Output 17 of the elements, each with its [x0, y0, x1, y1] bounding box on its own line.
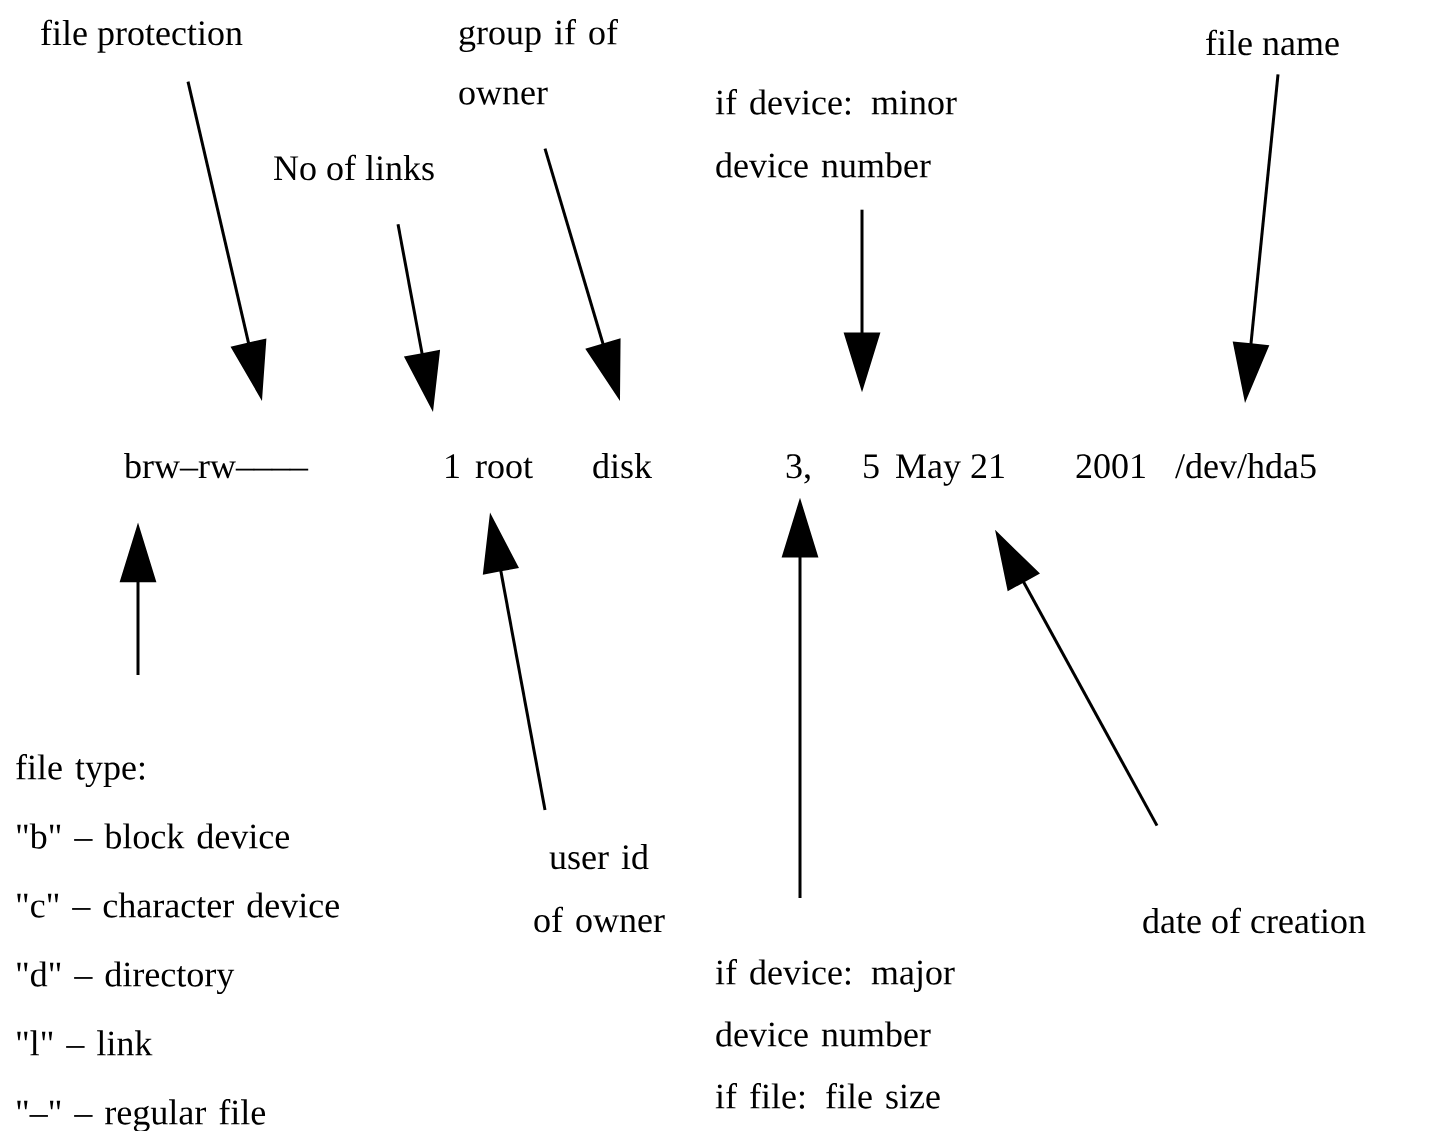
- listing-field: 5: [864, 454, 879, 479]
- listing-field: May 21: [896, 454, 1004, 486]
- callout-text: group if of owner: [459, 19, 618, 105]
- callout-text: file protection: [41, 19, 243, 53]
- listing-field: 1: [446, 454, 459, 478]
- callout-text: if device: major device number if file: file size: [715, 959, 955, 1109]
- listing-field: /dev/hda5: [1175, 453, 1316, 479]
- listing-field: 3,: [786, 454, 810, 484]
- listing-field: 2001: [1076, 454, 1145, 479]
- listing-field: disk: [593, 453, 653, 479]
- callout-text: file name: [1206, 29, 1339, 56]
- callout-text: No of links: [274, 154, 434, 181]
- callout-text: user id of owner: [534, 844, 665, 933]
- callout-text: date of creation: [1143, 907, 1366, 934]
- listing-field: root: [475, 457, 533, 479]
- callout-text: if device: minor device number: [715, 89, 957, 178]
- listing-field: brw–rw––––: [124, 453, 309, 479]
